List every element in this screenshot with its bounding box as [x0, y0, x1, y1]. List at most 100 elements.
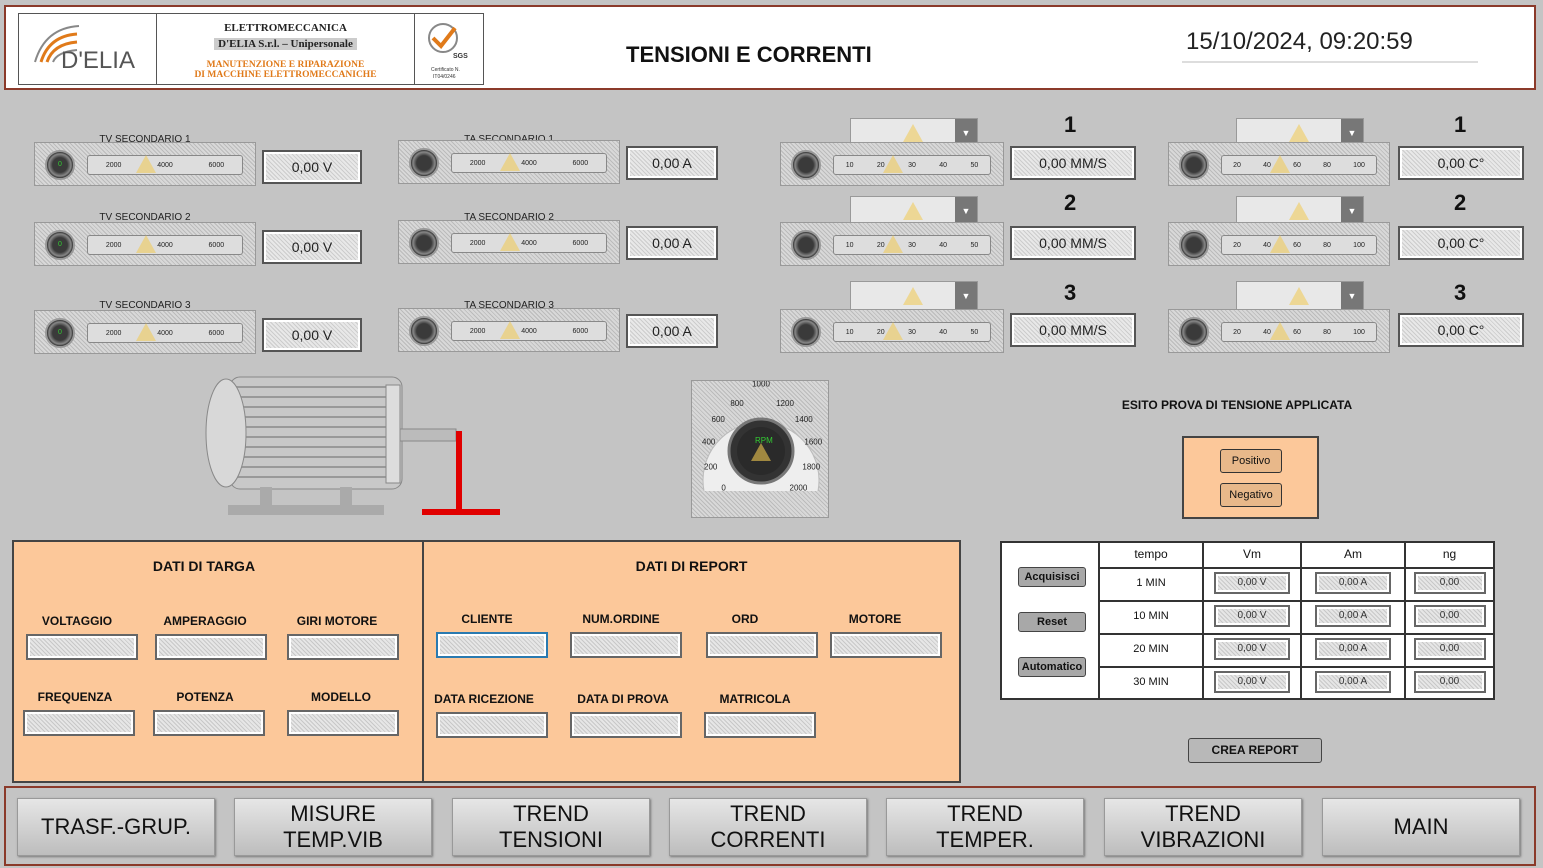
dati-report-panel: DATI DI REPORT CLIENTE NUM.ORDINE ORD MO… [422, 540, 961, 783]
tv-gauge-2-tick: 6000 [208, 241, 225, 249]
ta-value-1: 0,00 A [626, 146, 718, 180]
vibration-gauge-1-tick: 20 [876, 161, 885, 169]
temperature-sensor-select-3[interactable]: ▼ [1236, 281, 1364, 311]
cliente-field[interactable] [436, 632, 548, 658]
warning-icon [136, 235, 156, 253]
table-cell-vm [1202, 600, 1300, 633]
company-name-block: ELETTROMECCANICA D'ELIA S.r.l. – Unipers… [157, 14, 415, 84]
nav-trend-vibrazioni-button[interactable]: TREND VIBRAZIONI [1104, 798, 1302, 856]
vibration-gauge-1-knob [791, 150, 821, 180]
esito-title: ESITO PROVA DI TENSIONE APPLICATA [1121, 398, 1353, 412]
num-ordine-label: NUM.ORDINE [582, 612, 660, 626]
chevron-down-icon: ▼ [955, 197, 977, 225]
motor-image [205, 376, 500, 515]
potenza-field[interactable] [153, 710, 265, 736]
temperature-gauge-2-tick: 100 [1353, 241, 1365, 249]
tv-gauge-3-knob: 0 [45, 318, 75, 348]
vibration-gauge-1-tick: 50 [970, 161, 979, 169]
nav-trend-correnti-button[interactable]: TREND CORRENTI [669, 798, 867, 856]
voltaggio-label: VOLTAGGIO [41, 614, 113, 628]
rpm-gauge-dial: RPM 020040060080010001200140016001800200… [702, 379, 823, 492]
frequenza-field[interactable] [23, 710, 135, 736]
vibration-gauge-1-knob-zero [793, 152, 819, 178]
vibration-sensor-select-3[interactable]: ▼ [850, 281, 978, 311]
nav-trend-tensioni-button[interactable]: TREND TENSIONI [452, 798, 650, 856]
company-line2: D'ELIA S.r.l. – Unipersonale [214, 38, 357, 50]
cliente-label: CLIENTE [461, 612, 513, 626]
positivo-button[interactable]: Positivo [1220, 449, 1282, 473]
tv-gauge-3-tick: 4000 [157, 329, 173, 337]
acquisisci-button[interactable]: Acquisisci [1018, 567, 1086, 587]
rpm-tick-label: 1400 [795, 415, 813, 424]
temperature-gauge-3-tick: 80 [1323, 328, 1331, 336]
tv-secondario-label: TV SECONDARIO 3 [99, 300, 191, 311]
footer-nav: TRASF.-GRUP. MISURE TEMP.VIB TREND TENSION… [4, 786, 1536, 866]
crea-report-button[interactable]: CREA REPORT [1188, 738, 1322, 763]
negativo-button[interactable]: Negativo [1220, 483, 1282, 507]
nav-main-button[interactable]: MAIN [1322, 798, 1520, 856]
vibration-gauge-2-tick: 20 [876, 241, 885, 249]
reset-button[interactable]: Reset [1018, 612, 1086, 632]
ta-gauge-1-tick: 2000 [469, 159, 486, 167]
data-prova-field[interactable] [570, 712, 682, 738]
vibration-gauge-2-tick: 40 [939, 241, 948, 249]
voltaggio-field[interactable] [26, 634, 138, 660]
data-ricezione-field[interactable] [436, 712, 548, 738]
table-cell-am [1300, 600, 1404, 633]
ta-secondario-label: TA SECONDARIO 2 [464, 212, 554, 223]
vibration-gauge-2-knob [791, 230, 821, 260]
warning-icon [883, 235, 903, 253]
motore-field[interactable] [830, 632, 942, 658]
temperature-gauge-1-knob [1179, 150, 1209, 180]
nav-trasf-grup-button[interactable]: TRASF.-GRUP. [17, 798, 215, 856]
automatico-button[interactable]: Automatico [1018, 657, 1086, 677]
ta-gauge-2-tick: 4000 [521, 239, 537, 247]
temperature-gauge-2-tick: 60 [1293, 241, 1301, 249]
ta-gauge-3-tick: 2000 [469, 327, 486, 335]
delia-logo: D'ELIA [19, 14, 157, 84]
ord-field[interactable] [706, 632, 818, 658]
tv-gauge-3-tick: 2000 [105, 329, 122, 337]
amperaggio-field[interactable] [155, 634, 267, 660]
warning-icon [1289, 287, 1309, 305]
vibration-gauge-3-tick: 10 [845, 328, 854, 336]
ta-gauge-3-tick: 6000 [572, 327, 589, 335]
ta-gauge-1-knob [409, 148, 439, 178]
matricola-field[interactable] [704, 712, 816, 738]
rpm-tick-label: 800 [730, 399, 744, 408]
modello-field[interactable] [287, 710, 399, 736]
table-cell-vm [1202, 666, 1300, 699]
tv-gauge-3-knob-zero: 0 [58, 329, 62, 336]
temperature-gauge-1-tick: 40 [1263, 161, 1271, 169]
giri-motore-field[interactable] [287, 634, 399, 660]
nav-trend-temper-button[interactable]: TREND TEMPER. [886, 798, 1084, 856]
warning-icon [136, 323, 156, 341]
sgs-certification-icon: SGS Certificato N. IT04/0246 [428, 23, 468, 80]
nav-misure-temp-vib-button[interactable]: MISURE TEMP.VIB [234, 798, 432, 856]
table-header-ng: ng [1404, 541, 1493, 567]
rpm-tick-label: 400 [702, 438, 716, 447]
warning-icon [500, 153, 520, 171]
num-ordine-field[interactable] [570, 632, 682, 658]
tv-value-2: 0,00 V [262, 230, 362, 264]
table-value-am: 0,00 A [1315, 671, 1391, 693]
warning-icon [500, 321, 520, 339]
tv-gauge-3: 0 2000 4000 6000 [34, 310, 256, 354]
table-value-vm: 0,00 V [1214, 572, 1290, 594]
motore-label: MOTORE [848, 612, 902, 626]
ta-gauge-1-tick: 4000 [521, 159, 537, 167]
temperature-gauge-1-tick: 80 [1323, 161, 1331, 169]
temperature-sensor-select-2[interactable]: ▼ [1236, 196, 1364, 226]
tv-gauge-2-knob-zero: 0 [58, 241, 62, 248]
tv-gauge-3-tick: 6000 [208, 329, 225, 337]
table-value-vm: 0,00 V [1214, 605, 1290, 627]
warning-icon [136, 155, 156, 173]
chevron-down-icon: ▼ [955, 282, 977, 310]
